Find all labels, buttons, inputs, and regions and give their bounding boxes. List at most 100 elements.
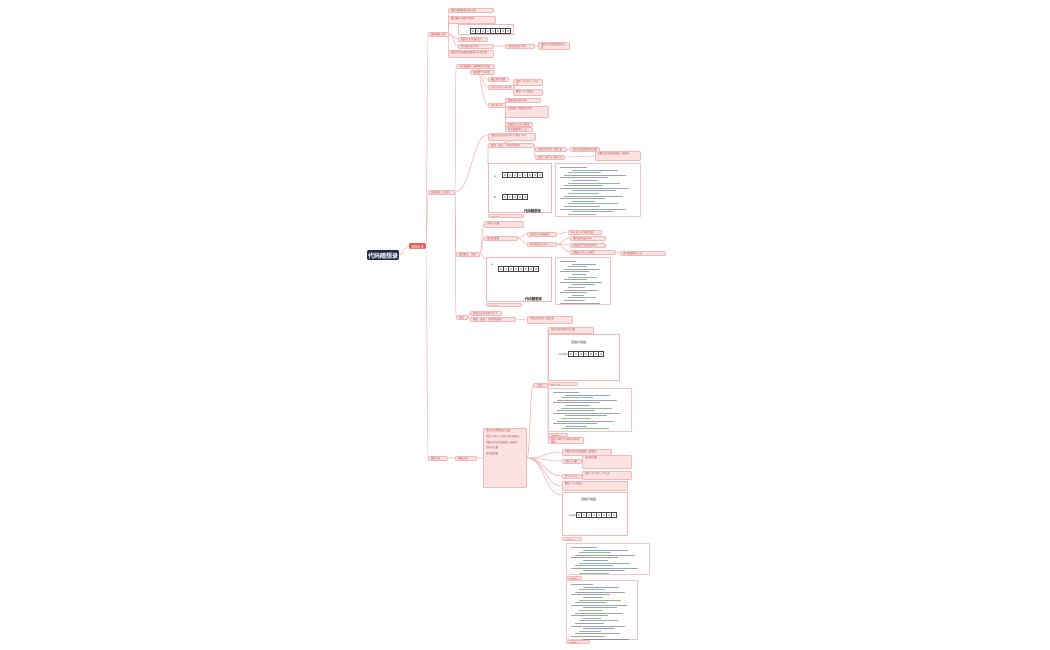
code-line xyxy=(579,610,604,611)
note-17b[interactable]: 相遇后从头节点再走 xyxy=(570,250,616,255)
label-nums: nums xyxy=(559,352,568,356)
connector xyxy=(526,457,563,496)
note-ts-2[interactable]: 固定 i,left 与 right 向中间移动 xyxy=(548,437,584,444)
connector xyxy=(454,65,457,193)
code-line xyxy=(575,633,621,635)
branch-n-sum[interactable]: N数之和 xyxy=(428,456,448,461)
note-14[interactable]: pre 和 cur 同时后移 xyxy=(488,103,506,108)
caption-four-sum: 动画演示 xyxy=(562,537,582,541)
note-7[interactable]: 慢指针指向更新新数组下标的位置 xyxy=(448,50,494,58)
note-3b[interactable]: 双指针法:快慢指针 xyxy=(527,232,557,237)
note-fs-3[interactable]: 返回结果集 xyxy=(582,455,632,469)
desc-line-3: 四数之和在外面再套一层循环 xyxy=(486,440,518,444)
note-fs-5[interactable]: 保存 cur 的下一个节点 xyxy=(582,471,632,480)
code-line xyxy=(553,392,579,393)
note-14b[interactable]: pre 和 cur 同时后移 xyxy=(568,230,602,235)
code-line xyxy=(564,174,626,176)
note-21b[interactable]: 哈希法不适合三数之和 xyxy=(527,316,573,324)
note-2[interactable]: 暴力解法:两层for循环 xyxy=(448,16,496,24)
code-line xyxy=(583,597,603,598)
note-4b[interactable]: 时间复杂度 O(n) xyxy=(527,242,557,247)
array-cell: 2 xyxy=(505,28,511,34)
code-line xyxy=(557,399,618,401)
code-line xyxy=(568,297,596,299)
code-block-3 xyxy=(548,388,632,432)
note-22[interactable]: 排序后使用双指针去重 xyxy=(570,147,600,152)
connector xyxy=(479,253,487,260)
root-node[interactable]: 代码随想录 xyxy=(367,250,399,260)
note-19[interactable]: 双指针法可以将 O(n²) 降为 O(n) xyxy=(488,133,536,141)
logo-caption: 代码随想录 xyxy=(524,209,541,213)
note-4[interactable]: 时间复杂度 O(n) xyxy=(458,44,494,49)
code-line xyxy=(568,203,618,205)
array-cell: 4 xyxy=(598,351,604,357)
branch-summary[interactable]: 总结 xyxy=(456,315,468,320)
note-fs-6[interactable]: 翻转 cur 的指向 xyxy=(562,481,628,491)
branch-cycle[interactable]: 链表相交、环形链表 xyxy=(456,252,480,257)
note-16[interactable]: 快慢指针判断是否有环 xyxy=(505,106,549,118)
note-16b[interactable]: 快慢指针判断是否有环 xyxy=(570,243,606,248)
branch-three-sum[interactable]: 三数之和、四数之和 xyxy=(533,383,548,388)
branch-remove-element[interactable]: 移除链表元素 xyxy=(428,32,449,37)
code-line xyxy=(553,402,600,404)
code-line xyxy=(564,268,601,270)
note-21[interactable]: 哈希法不适合三数之和 xyxy=(535,147,567,152)
note-15b[interactable]: 循环结束返回 pre xyxy=(570,236,606,241)
code-line xyxy=(572,211,613,213)
code-line xyxy=(553,412,621,414)
caption-code-4: 完整代码 xyxy=(566,576,582,580)
connector xyxy=(526,457,563,487)
note-fs-2[interactable]: 剪枝与去重 xyxy=(562,459,582,464)
note-20b[interactable]: 数组、链表、字符串均适用 xyxy=(470,317,516,322)
note-3[interactable]: 双指针法:快慢指针 xyxy=(458,37,488,42)
note-17[interactable]: 相遇后从头节点再走 xyxy=(505,122,533,127)
connector xyxy=(425,191,429,247)
code-line xyxy=(579,630,602,632)
code-line xyxy=(560,198,605,200)
note-11[interactable]: 定义 pre 与 cur 两个指针 xyxy=(488,85,515,90)
branch-two-sum[interactable]: 两数之和 xyxy=(455,456,477,461)
code-line xyxy=(565,394,610,396)
code-block-5 xyxy=(566,580,638,640)
note-23[interactable]: 固定 i,left 与 right 向中间移动 xyxy=(535,155,565,160)
label-a2: a xyxy=(491,262,493,266)
connector xyxy=(425,245,429,459)
code-line xyxy=(571,567,639,569)
note-25[interactable]: 剪枝与去重 xyxy=(484,221,524,228)
note-fs-4[interactable]: 定义 pre 与 cur 两个指针 xyxy=(562,474,582,479)
note-5[interactable]: 空间复杂度 O(1) xyxy=(505,44,535,49)
code-line xyxy=(583,607,617,609)
code-line xyxy=(565,415,608,417)
code-line xyxy=(572,169,619,171)
note-1[interactable]: 题目:删除数组中的元素 xyxy=(448,8,494,13)
note-18[interactable]: 再次相遇即为入口 xyxy=(505,127,533,132)
connector xyxy=(615,251,621,254)
note-13[interactable]: 翻转 cur 的指向 xyxy=(513,89,543,96)
code-line xyxy=(565,425,588,427)
note-24[interactable]: 四数之和在外面再套一层循环 xyxy=(595,151,641,161)
note-nsum-desc[interactable]: 排序后使用双指针去重 固定 i,left 与 right 向中间移动 四数之和在… xyxy=(483,428,527,488)
note-15[interactable]: 循环结束返回 pre xyxy=(505,98,541,103)
connector xyxy=(467,316,471,320)
note-8[interactable]: 先移除多余空格 xyxy=(470,64,495,69)
connector xyxy=(556,237,571,245)
center-node[interactable]: 双指针法 xyxy=(409,243,426,249)
note-10[interactable]: 最后把单词逐个反转 xyxy=(488,77,509,82)
branch-reverse[interactable]: 反转链表、反转字符串 xyxy=(428,190,455,195)
code-line xyxy=(568,287,586,288)
note-9[interactable]: 再将整个字符串反转 xyxy=(470,70,495,75)
note-19b[interactable]: 双指针法可以将 O(n²) 降为 O(n) xyxy=(470,311,502,316)
note-ts-1[interactable]: 排序后使用双指针去重 xyxy=(548,327,594,334)
code-line xyxy=(575,623,604,624)
code-line xyxy=(564,289,599,291)
note-6[interactable]: 快指针寻找新数组的元素 xyxy=(538,42,570,50)
note-18b[interactable]: 再次相遇即为入口 xyxy=(620,251,666,256)
note-26[interactable]: 返回结果集 xyxy=(484,236,518,241)
connector xyxy=(517,233,528,239)
note-12[interactable]: 保存 cur 的下一个节点 xyxy=(513,79,543,86)
note-20[interactable]: 数组、链表、字符串均适用 xyxy=(488,143,534,148)
